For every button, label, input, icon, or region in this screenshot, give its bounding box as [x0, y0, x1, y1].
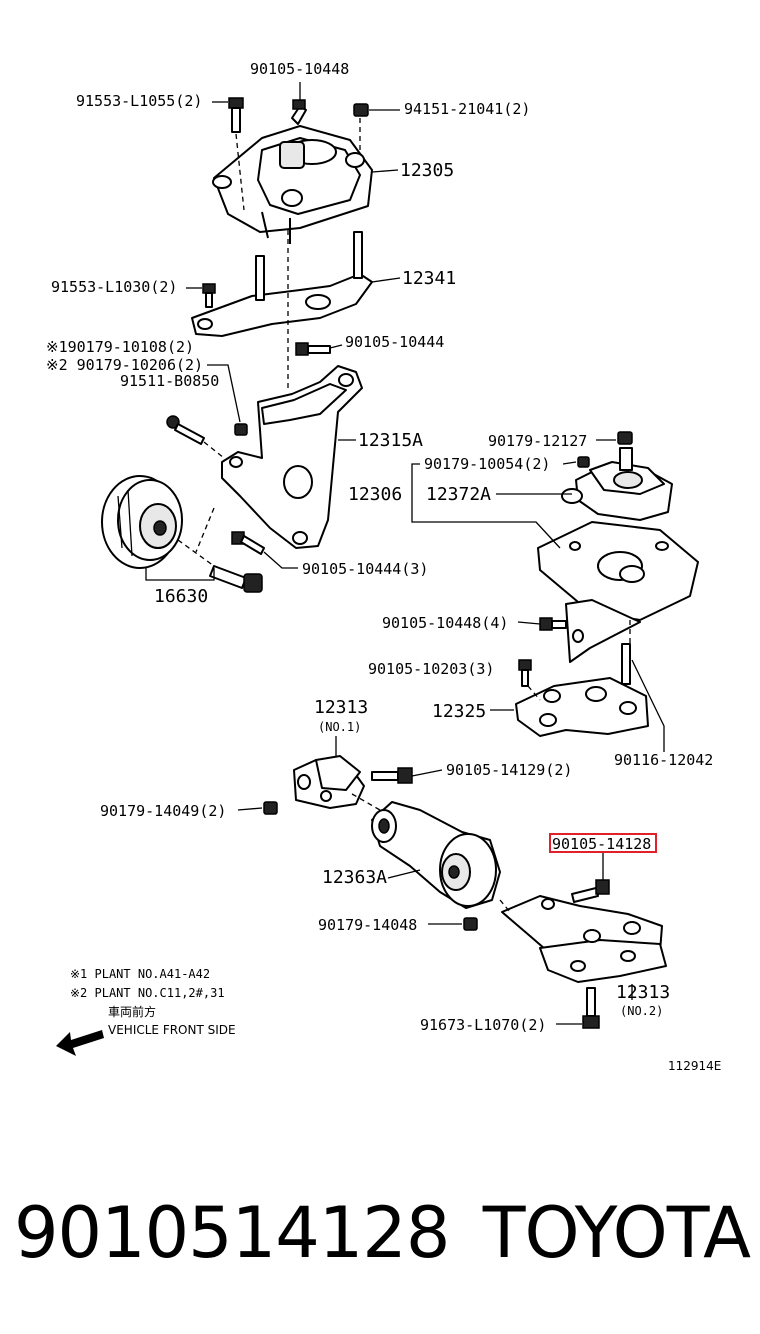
callout-12305: 12305: [400, 160, 454, 181]
callout-12313-no1: 12313: [314, 697, 368, 718]
callout-12363a: 12363A: [322, 867, 387, 888]
nut-90179-14048: [463, 917, 478, 931]
bracket-12315A: [221, 365, 363, 549]
bolt-91553-L1055: [228, 97, 244, 133]
legend-note-2: ※2 PLANT NO.C11,2#,31: [70, 986, 225, 1000]
caption-brand: TOYOTA: [482, 1192, 751, 1274]
callout-16630: 16630: [154, 586, 208, 607]
bolt-90105-10448-top: [291, 99, 307, 125]
bracket-12313-no2: [501, 895, 667, 983]
drawing-number: 112914E: [668, 1059, 721, 1073]
bracket-12313-no1: [293, 755, 365, 809]
callout-90179-14048: 90179-14048: [318, 916, 417, 934]
nut-90179-14049: [263, 801, 278, 815]
mount-12372A: [561, 447, 673, 521]
pulley-16630: [101, 475, 183, 569]
nut-90179-10108: [234, 423, 248, 436]
bracket-12325: [515, 677, 649, 737]
callout-90179-14049: 90179-14049(2): [100, 802, 226, 820]
callout-94151-21041: 94151-21041(2): [404, 100, 530, 118]
callout-91511-b0850: 91511-B0850: [120, 372, 219, 390]
callout-12313-no2: 12313: [616, 982, 670, 1003]
callout-no2: (NO.2): [620, 1004, 663, 1018]
legend-note-1: ※1 PLANT NO.A41-A42: [70, 967, 210, 981]
callout-90105-14129: 90105-14129(2): [446, 761, 572, 779]
callout-91673-l1070: 91673-L1070(2): [420, 1016, 546, 1034]
bolt-90105-14129: [371, 767, 413, 784]
legend-front-jp: 車両前方: [108, 1004, 156, 1019]
callout-labels: 90105-10448 91553-L1055(2) 94151-21041(2…: [46, 60, 713, 1034]
callout-90105-14128: 90105-14128: [552, 835, 651, 853]
legend: ※1 PLANT NO.A41-A42 ※2 PLANT NO.C11,2#,3…: [56, 967, 236, 1056]
callout-90105-10448-4: 90105-10448(4): [382, 614, 508, 632]
nut-90179-12127: [617, 431, 633, 445]
callout-91553-l1055: 91553-L1055(2): [76, 92, 202, 110]
nut-94151-21041: [353, 103, 369, 117]
callout-12325: 12325: [432, 701, 486, 722]
caption: 9010514128 TOYOTA: [14, 1188, 751, 1284]
bolt-90105-10203: [518, 659, 532, 687]
bracket-12341: [191, 231, 373, 337]
callout-12372a: 12372A: [426, 484, 491, 505]
callout-90105-10448-top: 90105-10448: [250, 60, 349, 78]
bolt-91673-L1070: [582, 987, 600, 1029]
callout-90116-12042: 90116-12042: [614, 751, 713, 769]
nut-90179-10054: [577, 456, 590, 468]
front-arrow-icon: [56, 1030, 104, 1056]
bolt-90105-10444-3: [231, 531, 265, 555]
callout-90105-10444: 90105-10444: [345, 333, 444, 351]
callout-90179-10108: ※190179-10108(2): [46, 338, 194, 356]
mount-12305: [212, 125, 373, 244]
callout-12341: 12341: [402, 268, 456, 289]
callout-90179-12127: 90179-12127: [488, 432, 587, 450]
callout-90105-10203: 90105-10203(3): [368, 660, 494, 678]
bolt-90105-10448-4: [539, 617, 567, 631]
callout-90179-10206: ※2 90179-10206(2): [46, 356, 203, 374]
callout-90105-10444-3: 90105-10444(3): [302, 560, 428, 578]
stud-90116-12042: [621, 643, 631, 685]
legend-front-en: VEHICLE FRONT SIDE: [108, 1023, 236, 1037]
bolt-90105-10444: [295, 342, 331, 356]
bolt-16630: [209, 565, 263, 593]
callout-no1: (NO.1): [318, 720, 361, 734]
caption-part-number: 9010514128: [14, 1192, 450, 1274]
callout-12306: 12306: [348, 484, 402, 505]
highlight-box: [549, 833, 657, 853]
callout-90179-10054: 90179-10054(2): [424, 455, 550, 473]
bolt-90105-14128: [571, 879, 610, 903]
callout-12315a: 12315A: [358, 430, 423, 451]
bracket-12306: [537, 521, 699, 663]
bolt-91511-B0850: [166, 415, 205, 445]
callout-91553-l1030: 91553-L1030(2): [51, 278, 177, 296]
mount-12363A: [371, 801, 501, 909]
